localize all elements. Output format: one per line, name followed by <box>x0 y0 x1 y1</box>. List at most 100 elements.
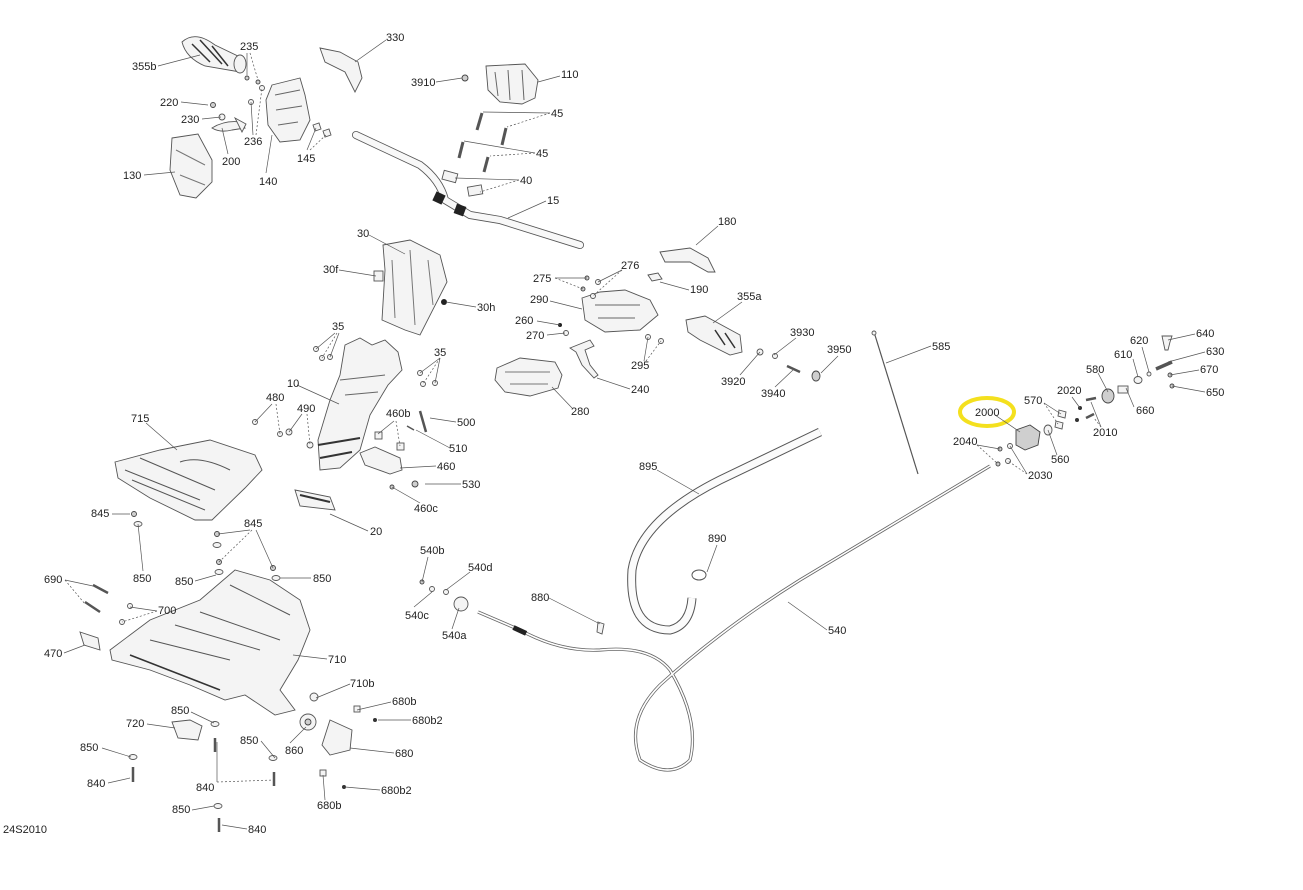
callout-230[interactable]: 230 <box>181 114 199 126</box>
callout-850[interactable]: 850 <box>175 576 193 588</box>
callout-850[interactable]: 850 <box>313 573 331 585</box>
handlebar-cover-part[interactable] <box>319 47 363 94</box>
callout-2010[interactable]: 2010 <box>1093 427 1117 439</box>
callout-850[interactable]: 850 <box>172 804 190 816</box>
callout-680b[interactable]: 680b <box>392 696 416 708</box>
callout-540[interactable]: 540 <box>828 625 846 637</box>
callout-45[interactable]: 45 <box>536 148 548 160</box>
callout-30[interactable]: 30 <box>357 228 369 240</box>
right-grip-part[interactable] <box>685 315 743 356</box>
callout-540b[interactable]: 540b <box>420 545 444 557</box>
callout-295[interactable]: 295 <box>631 360 649 372</box>
callout-3950[interactable]: 3950 <box>827 344 851 356</box>
riser-bracket-part[interactable] <box>252 346 438 511</box>
callout-10[interactable]: 10 <box>287 378 299 390</box>
callout-880[interactable]: 880 <box>531 592 549 604</box>
throttle-lever-part[interactable] <box>569 339 599 379</box>
callout-710[interactable]: 710 <box>328 654 346 666</box>
callout-680b2[interactable]: 680b2 <box>381 785 412 797</box>
callout-540d[interactable]: 540d <box>468 562 492 574</box>
callout-2000[interactable]: 2000 <box>975 407 999 419</box>
left-grip-part[interactable] <box>181 36 247 74</box>
callout-640[interactable]: 640 <box>1196 328 1214 340</box>
callout-540c[interactable]: 540c <box>405 610 429 622</box>
steering-column-part[interactable] <box>373 239 448 336</box>
callout-190[interactable]: 190 <box>690 284 708 296</box>
callout-610[interactable]: 610 <box>1114 349 1132 361</box>
callout-30h[interactable]: 30h <box>477 302 495 314</box>
callout-570[interactable]: 570 <box>1024 395 1042 407</box>
callout-860[interactable]: 860 <box>285 745 303 757</box>
callout-3910[interactable]: 3910 <box>411 77 435 89</box>
callout-240[interactable]: 240 <box>631 384 649 396</box>
throttle-body-assembly[interactable] <box>995 335 1175 467</box>
callout-650[interactable]: 650 <box>1206 387 1224 399</box>
callout-145[interactable]: 145 <box>297 153 315 165</box>
callout-490[interactable]: 490 <box>297 403 315 415</box>
callout-3920[interactable]: 3920 <box>721 376 745 388</box>
callout-840[interactable]: 840 <box>196 782 214 794</box>
callout-840[interactable]: 840 <box>87 778 105 790</box>
callout-480[interactable]: 480 <box>266 392 284 404</box>
callout-40[interactable]: 40 <box>520 175 532 187</box>
callout-15[interactable]: 15 <box>547 195 559 207</box>
callout-850[interactable]: 850 <box>240 735 258 747</box>
callout-890[interactable]: 890 <box>708 533 726 545</box>
callout-850[interactable]: 850 <box>80 742 98 754</box>
callout-35[interactable]: 35 <box>332 321 344 333</box>
callout-200[interactable]: 200 <box>222 156 240 168</box>
callout-130[interactable]: 130 <box>123 170 141 182</box>
callout-20[interactable]: 20 <box>370 526 382 538</box>
right-handguard-cover-part[interactable] <box>647 247 821 382</box>
callout-470[interactable]: 470 <box>44 648 62 660</box>
callout-235[interactable]: 235 <box>240 41 258 53</box>
callout-276[interactable]: 276 <box>621 260 639 272</box>
callout-140[interactable]: 140 <box>259 176 277 188</box>
callout-895[interactable]: 895 <box>639 461 657 473</box>
callout-530[interactable]: 530 <box>462 479 480 491</box>
callout-180[interactable]: 180 <box>718 216 736 228</box>
footrest-frame-part[interactable] <box>109 569 311 716</box>
callout-540a[interactable]: 540a <box>442 630 467 642</box>
callout-680b[interactable]: 680b <box>317 800 341 812</box>
right-switch-housing-part[interactable] <box>558 275 664 344</box>
callout-690[interactable]: 690 <box>44 574 62 586</box>
callout-330[interactable]: 330 <box>386 32 404 44</box>
callout-30f[interactable]: 30f <box>323 264 339 276</box>
callout-720[interactable]: 720 <box>126 718 144 730</box>
callout-850[interactable]: 850 <box>171 705 189 717</box>
callout-3940[interactable]: 3940 <box>761 388 785 400</box>
callout-355a[interactable]: 355a <box>737 291 762 303</box>
callout-35[interactable]: 35 <box>434 347 446 359</box>
callout-220[interactable]: 220 <box>160 97 178 109</box>
callout-700[interactable]: 700 <box>158 605 176 617</box>
callout-560[interactable]: 560 <box>1051 454 1069 466</box>
handlebar-part[interactable] <box>352 131 584 249</box>
callout-3930[interactable]: 3930 <box>790 327 814 339</box>
callout-460[interactable]: 460 <box>437 461 455 473</box>
callout-2030[interactable]: 2030 <box>1028 470 1052 482</box>
drain-hose-part[interactable] <box>627 427 822 635</box>
callout-510[interactable]: 510 <box>449 443 467 455</box>
callout-2040[interactable]: 2040 <box>953 436 977 448</box>
callout-620[interactable]: 620 <box>1130 335 1148 347</box>
callout-680[interactable]: 680 <box>395 748 413 760</box>
callout-460c[interactable]: 460c <box>414 503 438 515</box>
callout-270[interactable]: 270 <box>526 330 544 342</box>
callout-670[interactable]: 670 <box>1200 364 1218 376</box>
right-handguard-part[interactable] <box>494 357 563 397</box>
callout-280[interactable]: 280 <box>571 406 589 418</box>
callout-460b[interactable]: 460b <box>386 408 410 420</box>
callout-355b[interactable]: 355b <box>132 61 156 73</box>
callout-715[interactable]: 715 <box>131 413 149 425</box>
throttle-rod-part[interactable] <box>871 330 919 475</box>
callout-710b[interactable]: 710b <box>350 678 374 690</box>
console-tray-part[interactable] <box>114 439 263 521</box>
callout-500[interactable]: 500 <box>457 417 475 429</box>
callout-236[interactable]: 236 <box>244 136 262 148</box>
left-handguard-part[interactable] <box>169 133 213 199</box>
steering-riser-part[interactable] <box>317 337 403 471</box>
callout-260[interactable]: 260 <box>515 315 533 327</box>
callout-845[interactable]: 845 <box>91 508 109 520</box>
callout-840[interactable]: 840 <box>248 824 266 836</box>
